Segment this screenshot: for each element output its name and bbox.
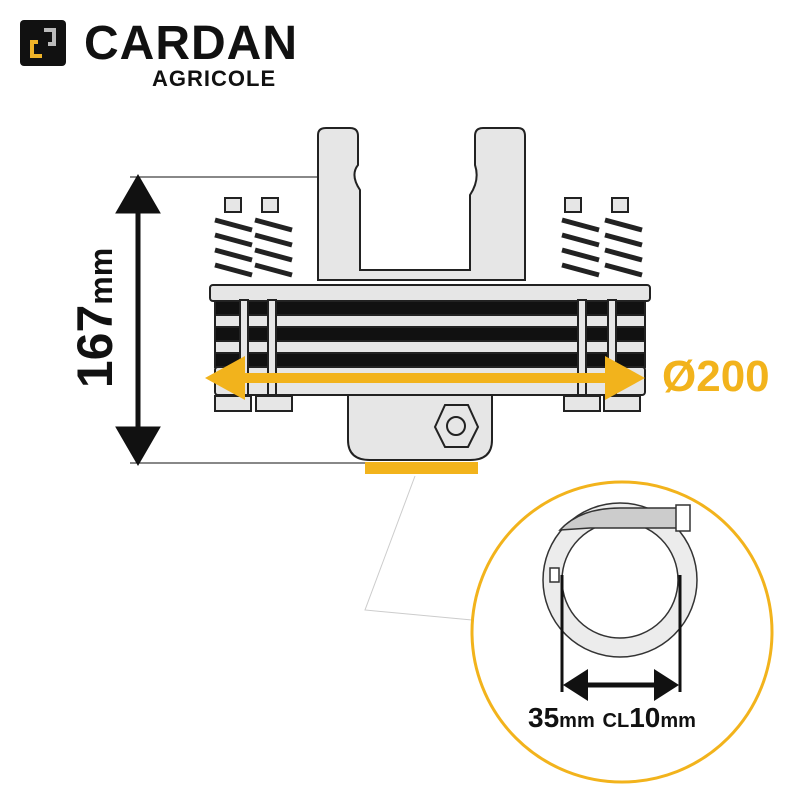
leader-line: [364, 475, 473, 621]
spring-icon: [214, 197, 643, 278]
diameter-arrow: [205, 356, 645, 400]
height-dimension: [115, 174, 370, 466]
diameter-label: Ø200: [662, 352, 770, 401]
bore-detail: [542, 502, 698, 701]
logo-icon: [20, 20, 66, 66]
friction-clutch: [209, 127, 651, 461]
bore-highlight: [365, 462, 478, 474]
bore-label: 35mm CL10mm: [528, 702, 696, 733]
height-label: 167mm: [67, 247, 123, 389]
brand-tagline: AGRICOLE: [152, 66, 277, 91]
brand-name: CARDAN: [84, 17, 298, 70]
